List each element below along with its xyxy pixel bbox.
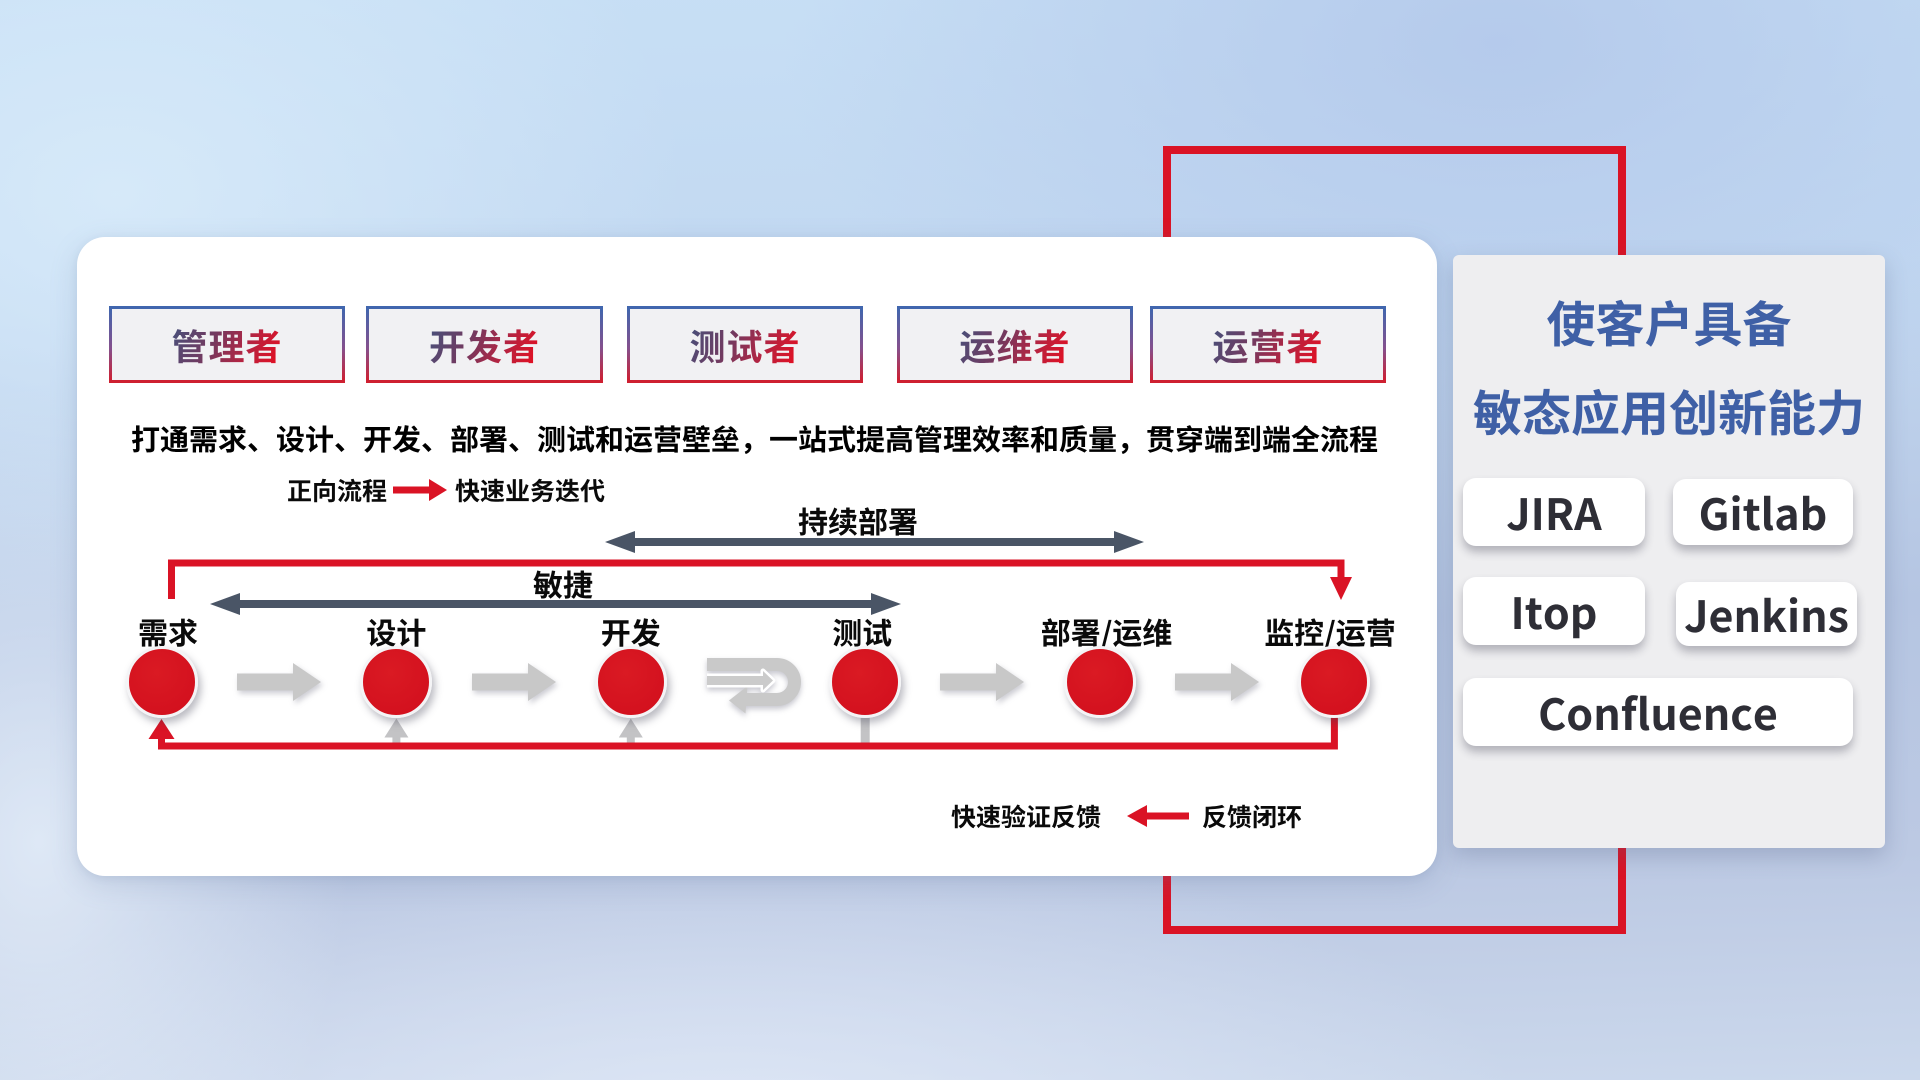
stage-node-monitor-ops bbox=[1298, 646, 1370, 718]
tool-button-itop[interactable]: Itop bbox=[1463, 577, 1645, 645]
role-label-operator: 运维者 bbox=[959, 318, 1071, 371]
connector-shaft bbox=[392, 733, 401, 744]
arrowhead-right bbox=[871, 593, 901, 615]
stage-label-1: 设计 bbox=[366, 609, 427, 653]
role-box-operator: 运维者 bbox=[897, 306, 1133, 383]
arrowhead-left bbox=[210, 593, 240, 615]
flow-connector-lines bbox=[148, 531, 1352, 750]
flow-arrow-2-icon bbox=[471, 663, 556, 701]
role-box-developer: 开发者 bbox=[366, 306, 603, 383]
stage-label-4: 部署/运维 bbox=[1040, 609, 1173, 653]
panel-title-line2: 敏态应用创新能力 bbox=[1472, 375, 1865, 446]
stage-node-requirement bbox=[126, 646, 198, 718]
inner-arrow-shape bbox=[707, 671, 773, 690]
role-box-tester: 测试者 bbox=[627, 306, 863, 383]
feedback-arrowhead bbox=[148, 719, 175, 739]
red-left-arrow-icon bbox=[1127, 805, 1189, 827]
stage-label-0: 需求 bbox=[138, 609, 198, 653]
continuous-deploy-label: 持续部署 bbox=[798, 498, 918, 542]
connector-arrowhead bbox=[384, 718, 409, 738]
flow-arrow-5-icon bbox=[1174, 663, 1259, 701]
tool-button-confluence[interactable]: Confluence bbox=[1463, 678, 1853, 746]
stage-label-3: 测试 bbox=[832, 609, 893, 653]
legend-feedback-label: 反馈闭环 bbox=[1202, 798, 1303, 834]
stage-label-2: 开发 bbox=[600, 609, 661, 653]
arrow-shape bbox=[393, 479, 447, 501]
stage-label-5: 监控/运营 bbox=[1264, 609, 1396, 653]
connector-shaft bbox=[626, 733, 635, 744]
arrow-shaft bbox=[238, 600, 873, 608]
arrow-shape bbox=[471, 663, 556, 701]
legend-forward-label: 正向流程 bbox=[287, 472, 388, 508]
role-label-business-operator: 运营者 bbox=[1212, 318, 1324, 371]
stage-node-design bbox=[360, 646, 433, 718]
role-label-tester: 测试者 bbox=[689, 318, 801, 371]
side-panel: 使客户具备 敏态应用创新能力 JIRA Gitlab Itop Jenkins … bbox=[1453, 255, 1885, 848]
tool-button-jenkins[interactable]: Jenkins bbox=[1676, 582, 1857, 646]
red-forward-loop bbox=[168, 559, 1352, 600]
loop-back-arrow-icon bbox=[707, 658, 801, 714]
arrowhead-left bbox=[605, 531, 635, 553]
arrow-shaft bbox=[633, 538, 1116, 546]
red-right-arrow-icon bbox=[393, 479, 447, 501]
legend-feedback-value: 快速验证反馈 bbox=[951, 798, 1102, 834]
agile-arrow-icon bbox=[210, 593, 901, 615]
flow-arrow-1-icon bbox=[237, 663, 322, 701]
stage-node-test bbox=[829, 646, 902, 718]
legend-forward-value: 快速业务迭代 bbox=[455, 472, 606, 508]
arrow-shape bbox=[237, 663, 322, 701]
continuous-deploy-arrow-icon bbox=[605, 531, 1144, 553]
role-box-manager: 管理者 bbox=[109, 306, 345, 383]
gray-up-arrow-develop-icon bbox=[618, 718, 643, 744]
uturn-band bbox=[707, 658, 801, 706]
tool-button-gitlab[interactable]: Gitlab bbox=[1673, 479, 1853, 545]
arrow-shape bbox=[1174, 663, 1259, 701]
arrowhead-right bbox=[1114, 531, 1144, 553]
red-feedback-loop bbox=[148, 711, 1338, 750]
tool-button-jira[interactable]: JIRA bbox=[1463, 478, 1645, 546]
arrow-shape bbox=[1127, 805, 1189, 827]
arrow-shape bbox=[940, 663, 1025, 701]
description-text: 打通需求、设计、开发、部署、测试和运营壁垒，一站式提高管理效率和质量，贯穿端到端… bbox=[131, 417, 1379, 459]
loop-arrowhead bbox=[1330, 577, 1352, 600]
stage-node-develop bbox=[594, 646, 667, 718]
loop-path bbox=[168, 559, 1345, 599]
connector-arrowhead bbox=[618, 718, 643, 738]
agile-label: 敏捷 bbox=[533, 561, 593, 605]
panel-title-line1: 使客户具备 bbox=[1546, 286, 1792, 357]
feedback-path bbox=[158, 711, 1338, 750]
uturn-arrowhead bbox=[729, 686, 748, 714]
flow-arrow-4-icon bbox=[940, 663, 1025, 701]
devops-flow-card: 管理者 开发者 测试者 运维者 运营者 打通需求、设计、开发、部署、测试和运营壁… bbox=[77, 237, 1437, 876]
role-label-manager: 管理者 bbox=[171, 318, 283, 371]
role-label-developer: 开发者 bbox=[428, 318, 540, 371]
gray-drop-line-test bbox=[860, 712, 870, 746]
gray-up-arrow-design-icon bbox=[384, 718, 409, 744]
role-box-business-operator: 运营者 bbox=[1150, 306, 1386, 383]
stage-node-deploy-ops bbox=[1063, 646, 1136, 718]
